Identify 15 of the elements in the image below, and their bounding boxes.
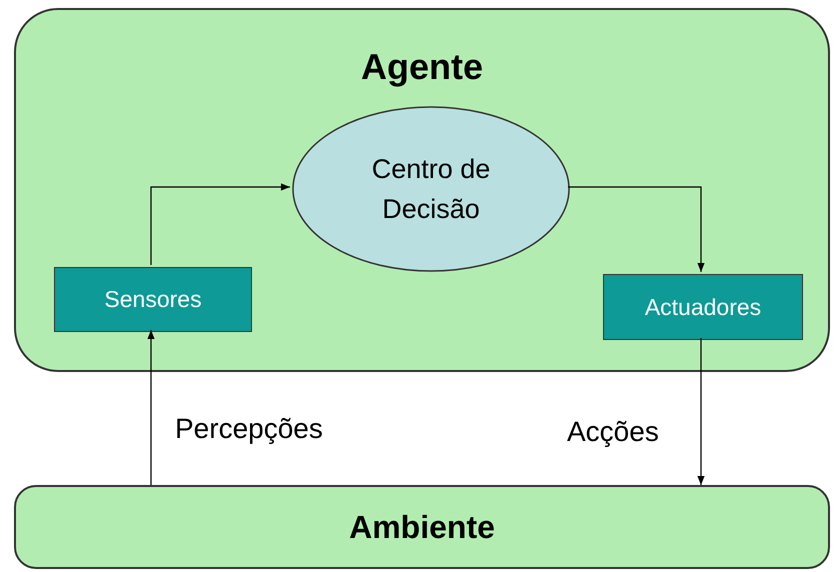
arrow [568,186,705,272]
edge-label: Percepções [175,413,323,445]
agent-container [14,8,830,372]
edge-label: Acções [567,416,659,448]
box-label: Sensores [104,285,202,314]
component-box [603,274,803,340]
ellipse-label: Centro de Decisão [370,152,492,226]
environment-band [14,485,830,569]
container-title: Agente [360,45,483,89]
band-title: Ambiente [349,508,495,547]
box-label: Actuadores [644,292,762,322]
arrow [150,183,290,265]
arrow [697,338,705,485]
arrow [147,330,155,485]
component-box [54,267,252,332]
